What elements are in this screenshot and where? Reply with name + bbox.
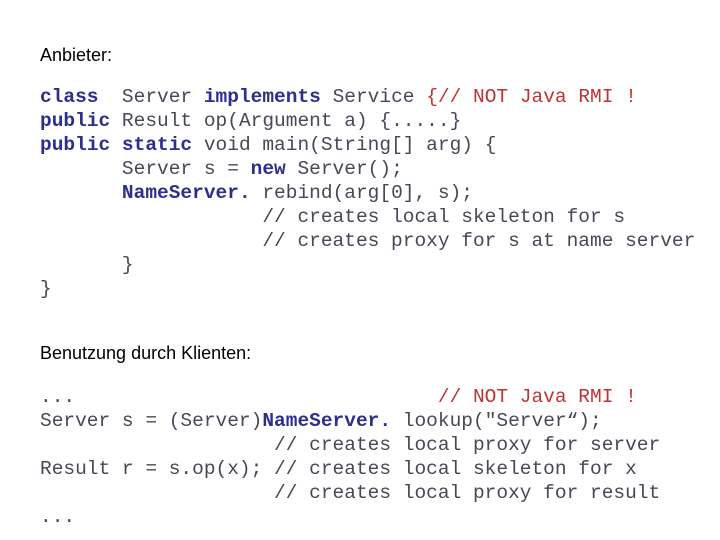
code-line: public static void main(String[] arg) { — [40, 134, 497, 156]
code-line: // creates local proxy for server — [40, 434, 661, 456]
section-label-benutzung-durch-klienten: Benutzung durch Klienten: — [40, 343, 252, 363]
code-line: ... — [40, 506, 76, 528]
code-line: public Result op(Argument a) {.....} — [40, 110, 462, 132]
code-line: // creates local proxy for result — [40, 482, 661, 504]
code-block-server-provider: class Server implements Service {// NOT … — [40, 85, 695, 301]
code-line: ... // NOT Java RMI ! — [40, 386, 637, 408]
code-line: Result r = s.op(x); // creates local ske… — [40, 458, 637, 480]
section-label-anbieter: Anbieter: — [40, 45, 113, 65]
code-line: Server s = new Server(); — [40, 158, 403, 180]
code-line: Server s = (Server)NameServer. lookup("S… — [40, 410, 602, 432]
code-line: } — [40, 278, 52, 300]
code-line: // creates local skeleton for s — [40, 206, 626, 228]
code-line: NameServer. rebind(arg[0], s); — [121, 182, 473, 204]
code-line: // creates proxy for s at name server — [40, 230, 696, 252]
code-line: } — [40, 254, 134, 276]
code-block-client-usage: ... // NOT Java RMI !Server s = (Server)… — [40, 385, 660, 529]
code-line: class Server implements Service {// NOT … — [40, 86, 637, 108]
